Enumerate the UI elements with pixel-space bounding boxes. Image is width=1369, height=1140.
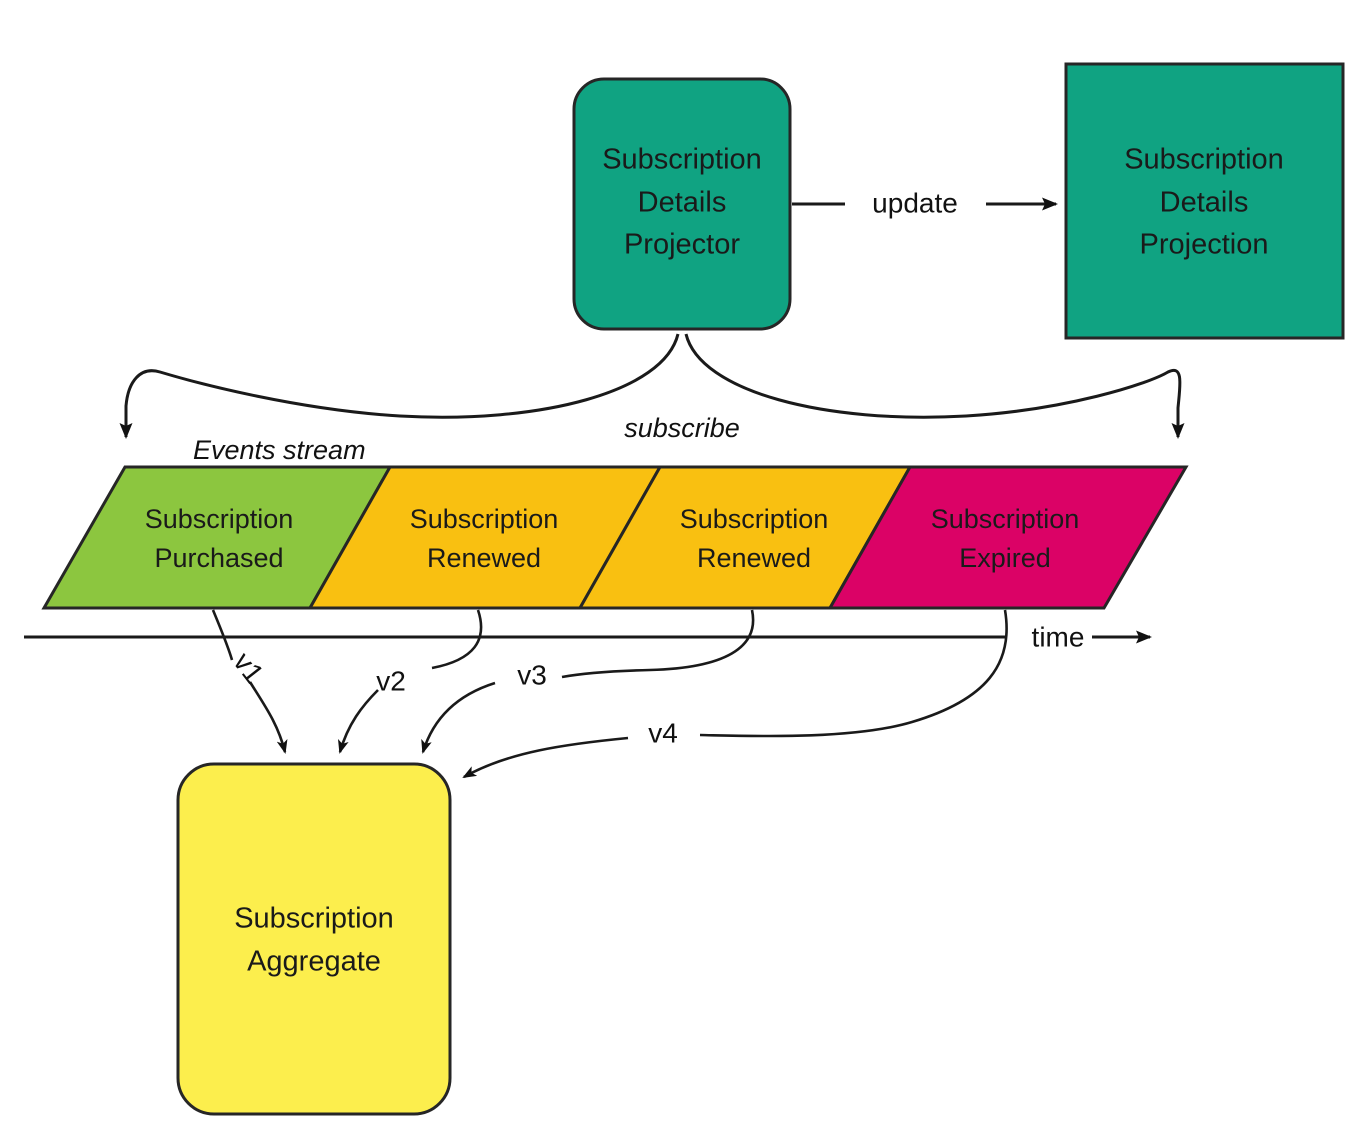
event-1-label-line2: Purchased [154, 543, 283, 573]
projector-label-line1: Subscription [602, 144, 762, 176]
event-3-label-line2: Renewed [697, 543, 811, 573]
event-item-2[interactable]: Subscription Renewed [307, 465, 663, 610]
v1-edge-upper [211, 609, 234, 661]
event-4-label-line2: Expired [959, 543, 1051, 573]
node-subscription-details-projection[interactable]: Subscription Details Projection [1064, 62, 1345, 340]
event-4-label-line1: Subscription [931, 504, 1080, 534]
v4-edge-lower [462, 736, 629, 779]
projector-label-line3: Projector [624, 229, 740, 261]
events-stream-caption: Events stream [193, 435, 366, 465]
aggregate-shape[interactable] [176, 762, 452, 1116]
time-axis: time [24, 621, 1152, 652]
time-axis-label: time [1032, 621, 1085, 652]
subscribe-edge-label: subscribe [624, 413, 740, 443]
v2-label: v2 [376, 665, 406, 696]
event-2-label-line1: Subscription [410, 504, 559, 534]
v3-edge-lower [421, 681, 496, 754]
edge-subscribe: subscribe [119, 333, 1185, 443]
version-edges: v1 v2 v3 v4 [211, 609, 1008, 779]
projection-label-line2: Details [1160, 187, 1249, 219]
events-stream: Subscription Purchased Subscription Rene… [41, 465, 1189, 610]
subscribe-edge-right [684, 333, 1185, 439]
projection-label-line3: Projection [1140, 229, 1269, 261]
edge-update: update [792, 187, 1058, 218]
aggregate-label-line1: Subscription [234, 903, 394, 935]
projector-label-line2: Details [638, 187, 727, 219]
event-item-1[interactable]: Subscription Purchased [41, 465, 393, 610]
event-3-label-line1: Subscription [680, 504, 829, 534]
event-2-label-line2: Renewed [427, 543, 541, 573]
aggregate-label-line2: Aggregate [247, 946, 381, 978]
projection-label-line1: Subscription [1124, 144, 1284, 176]
v1-edge-lower [248, 681, 288, 754]
node-subscription-details-projector[interactable]: Subscription Details Projector [572, 77, 792, 331]
event-4-shape[interactable] [827, 465, 1189, 610]
projector-shape[interactable] [572, 77, 792, 331]
subscribe-edge-left [119, 333, 680, 439]
event-item-4[interactable]: Subscription Expired [827, 465, 1189, 610]
v1-label: v1 [227, 647, 270, 689]
v2-edge-lower [338, 689, 379, 754]
node-subscription-aggregate[interactable]: Subscription Aggregate [176, 762, 452, 1116]
v2-edge-upper [431, 609, 483, 670]
v4-edge-upper [699, 609, 1008, 738]
event-1-label-line1: Subscription [145, 504, 294, 534]
v4-label: v4 [648, 717, 678, 748]
update-edge-label: update [872, 187, 958, 218]
projection-shape[interactable] [1064, 62, 1345, 340]
v3-edge-upper [561, 609, 755, 679]
v3-label: v3 [517, 659, 547, 690]
